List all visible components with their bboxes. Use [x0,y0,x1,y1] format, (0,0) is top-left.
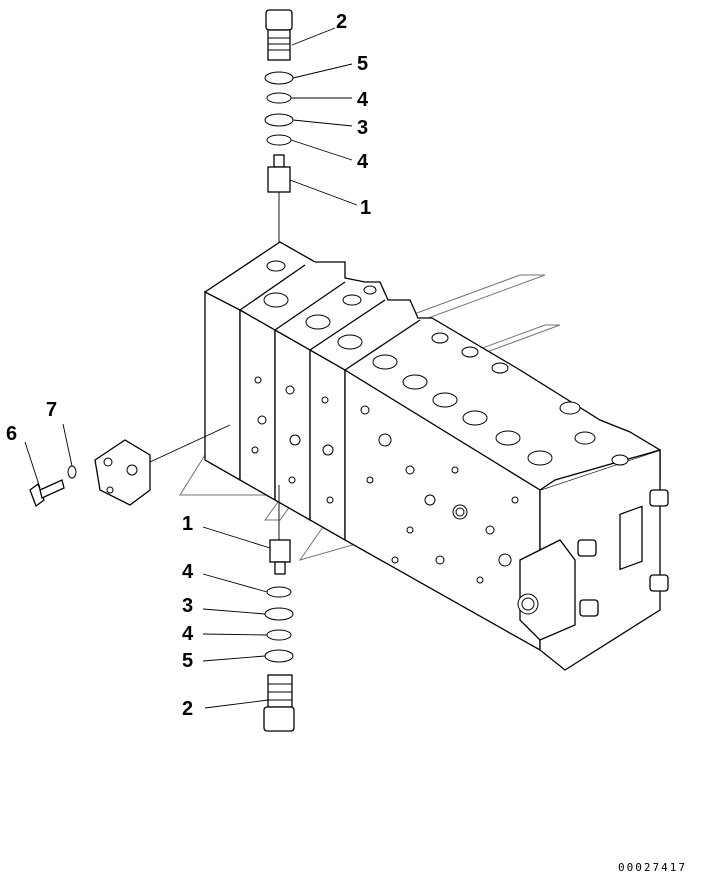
bottom-valve-stack [263,485,295,732]
callout-1-bottom: 1 [182,513,193,535]
top-valve-stack [264,9,294,242]
callout-2-bottom: 2 [182,698,193,720]
callout-1-top: 1 [360,197,371,219]
callouts: 2 5 4 3 4 1 7 6 1 4 3 4 5 2 [6,11,371,720]
bolt-heads [577,489,669,617]
callout-5-top: 5 [357,53,368,75]
leader-lines [24,27,358,709]
side-block [94,439,151,506]
callout-2-top: 2 [336,11,347,33]
callout-5-bottom: 5 [182,650,193,672]
callout-4-bottom-a: 4 [182,561,194,583]
top-ports [263,260,629,466]
callout-7: 7 [46,399,57,421]
drawing-number: 00027417 [618,861,687,874]
callout-3-top: 3 [357,117,368,139]
callout-6: 6 [6,423,17,445]
bolt-axis-line [149,424,231,463]
front-ports [251,376,519,584]
callout-4-top-b: 4 [357,151,369,173]
callout-3-bottom: 3 [182,595,193,617]
callout-4-top-a: 4 [357,89,369,111]
bolt-and-washer [29,465,77,508]
callout-4-bottom-b: 4 [182,623,194,645]
